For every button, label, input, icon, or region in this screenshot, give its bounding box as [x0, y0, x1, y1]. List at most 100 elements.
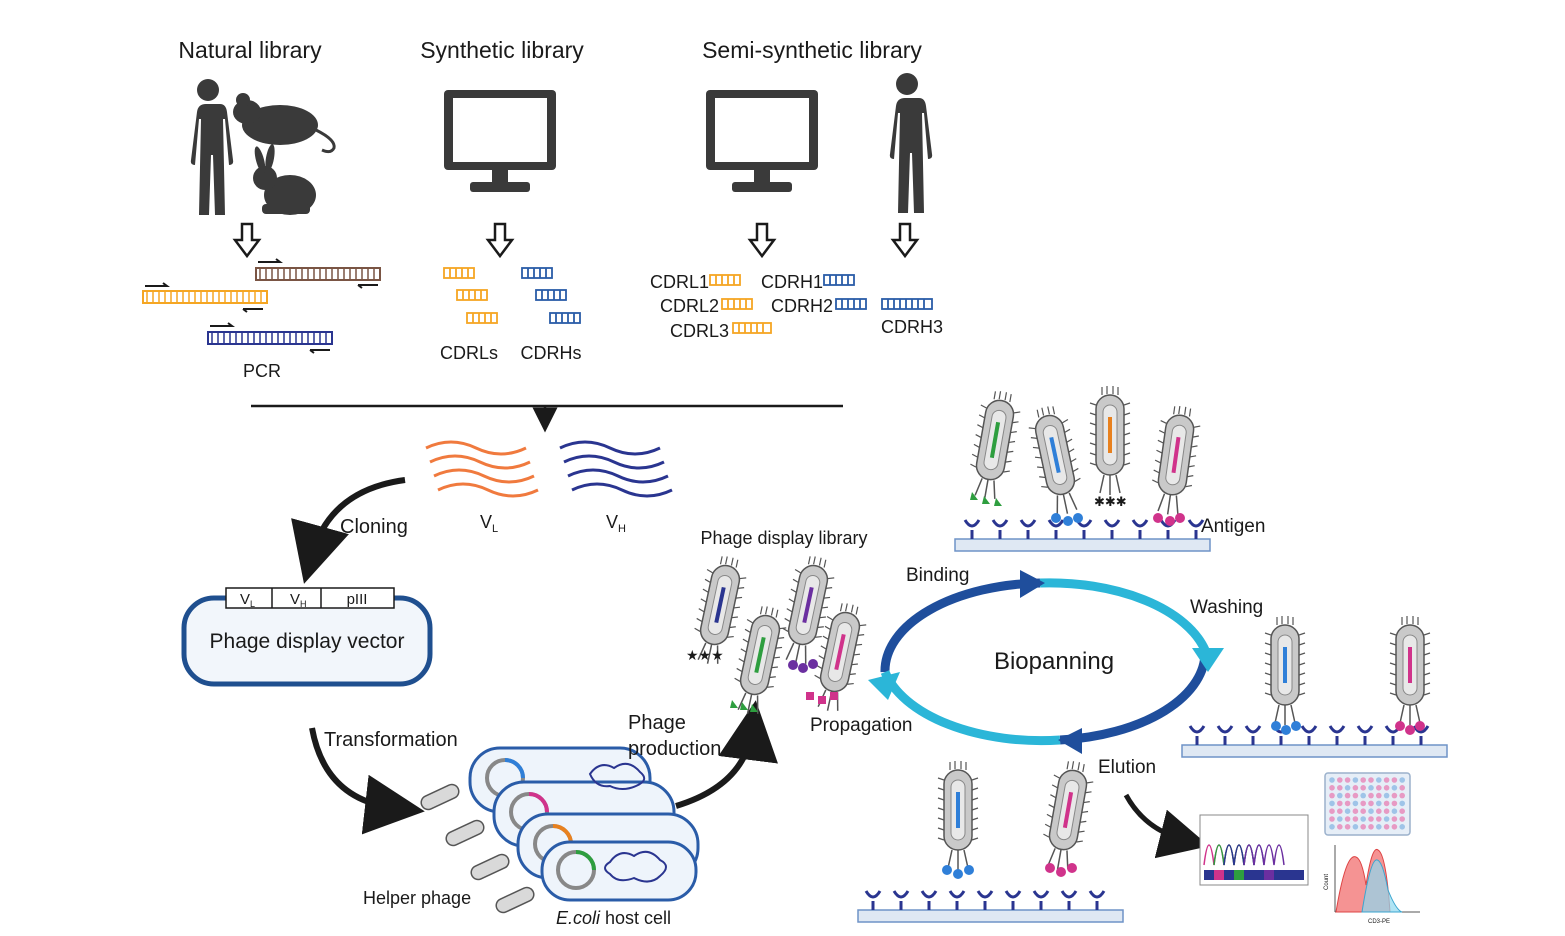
cdrhs-label: CDRHs — [521, 343, 582, 363]
plate-well — [1344, 816, 1351, 822]
plate-well — [1391, 777, 1398, 783]
plate-well — [1329, 808, 1335, 814]
cdrls-label: CDRLs — [440, 343, 498, 363]
plate-well — [1383, 785, 1390, 791]
biopanning-cycle — [880, 578, 1210, 746]
plate-well — [1360, 800, 1366, 807]
plate-well — [1376, 816, 1382, 822]
plate-well — [1391, 808, 1398, 814]
cloning-label: Cloning — [340, 516, 408, 538]
plate-well — [1344, 777, 1351, 783]
washing-label: Washing — [1190, 597, 1263, 618]
plate-well — [1399, 824, 1405, 830]
human-silhouette-icon — [889, 73, 933, 213]
plate-well — [1360, 785, 1366, 791]
plate-well — [1352, 816, 1359, 822]
pcr-label: PCR — [243, 361, 281, 381]
vh-label: VH — [606, 512, 626, 535]
plate-well — [1329, 785, 1335, 791]
phage-production-label-2: production — [628, 738, 721, 760]
synthetic-library-title: Synthetic library — [420, 37, 584, 63]
vector-vh-label: VH — [290, 591, 307, 609]
sequencing-chromatogram-icon — [1199, 814, 1309, 886]
ecoli-host-label: E.coli host cell — [556, 908, 671, 928]
elution-plate — [857, 757, 1124, 923]
plate-well — [1337, 808, 1343, 814]
plate-well — [1337, 785, 1343, 791]
plate-well — [1360, 824, 1366, 830]
plate-well — [1337, 824, 1343, 830]
plate-well — [1352, 785, 1359, 791]
analysis-arrow — [1123, 793, 1210, 859]
phage-display-library-label: Phage display library — [700, 528, 867, 548]
svg-text:✱✱✱: ✱✱✱ — [1094, 494, 1127, 509]
semi-cdrl-fragments — [709, 274, 772, 334]
plate-well — [1368, 800, 1374, 807]
cdrh3-label: CDRH3 — [881, 317, 943, 337]
plate-well — [1344, 785, 1351, 791]
plate-well — [1383, 816, 1390, 822]
plate-well — [1360, 816, 1366, 822]
plate-well — [1391, 792, 1398, 799]
vector-label: Phage display vector — [210, 630, 405, 653]
elution-label: Elution — [1098, 757, 1156, 778]
cdrh2-label: CDRH2 — [771, 296, 833, 316]
plate-well — [1376, 800, 1382, 807]
plate-well — [1391, 824, 1398, 830]
plate-well — [1383, 777, 1390, 783]
plate-well — [1337, 777, 1343, 783]
plate-well — [1383, 800, 1390, 807]
plate-well — [1352, 824, 1359, 830]
plate-well — [1337, 792, 1343, 799]
plate-well — [1376, 777, 1382, 783]
phage-production-label-1: Phage — [628, 712, 686, 734]
plate-well — [1352, 800, 1359, 807]
phage-library-cluster: ★★★ — [686, 552, 871, 719]
plate-well — [1383, 824, 1390, 830]
vh-strands — [559, 440, 673, 498]
plate-well — [1344, 800, 1351, 807]
cdrl-fragments — [443, 267, 498, 324]
plate-well — [1399, 816, 1405, 822]
transformation-label: Transformation — [324, 729, 458, 751]
svg-text:★★★: ★★★ — [686, 647, 724, 663]
plate-well — [1368, 785, 1374, 791]
computer-icon — [706, 90, 818, 192]
cdrl1-label: CDRL1 — [650, 272, 709, 292]
binding-label: Binding — [906, 565, 969, 586]
plate-well — [1368, 808, 1374, 814]
plate-well — [1376, 792, 1382, 799]
plate-well — [1344, 792, 1351, 799]
semi-cdrh-fragments — [823, 274, 933, 310]
cd3-axis-label: CD3-PE — [1368, 919, 1390, 925]
antigen-plate-top: ✱✱✱ — [954, 385, 1211, 552]
pcr-dna-strands — [142, 258, 381, 354]
vector-vl-label: VL — [240, 591, 255, 609]
plate-well — [1399, 785, 1405, 791]
propagation-label: Propagation — [810, 715, 912, 736]
plate-well — [1337, 816, 1343, 822]
down-arrow-icon — [232, 222, 920, 259]
phage-production-arrow — [675, 700, 778, 809]
plate-well — [1337, 800, 1343, 807]
plate-well — [1360, 808, 1366, 814]
plate-well — [1399, 800, 1405, 807]
phage-display-vector — [181, 587, 433, 687]
plate-well — [1376, 785, 1382, 791]
computer-icon — [444, 90, 556, 192]
plate-well — [1376, 824, 1382, 830]
plate-well — [1329, 792, 1335, 799]
plate-well — [1383, 792, 1390, 799]
plate-well — [1376, 808, 1382, 814]
helper-phage-icons — [420, 783, 535, 914]
mouse-icon — [233, 93, 336, 154]
plate-well — [1399, 777, 1405, 783]
plate-well — [1391, 800, 1398, 807]
biopanning-label: Biopanning — [994, 648, 1114, 675]
plate-well — [1368, 777, 1374, 783]
plate-well — [1352, 792, 1359, 799]
vector-piii-label: pIII — [347, 591, 368, 608]
cycle-arrowheads — [868, 570, 1224, 754]
cdrl2-label: CDRL2 — [660, 296, 719, 316]
plate-well — [1360, 792, 1366, 799]
